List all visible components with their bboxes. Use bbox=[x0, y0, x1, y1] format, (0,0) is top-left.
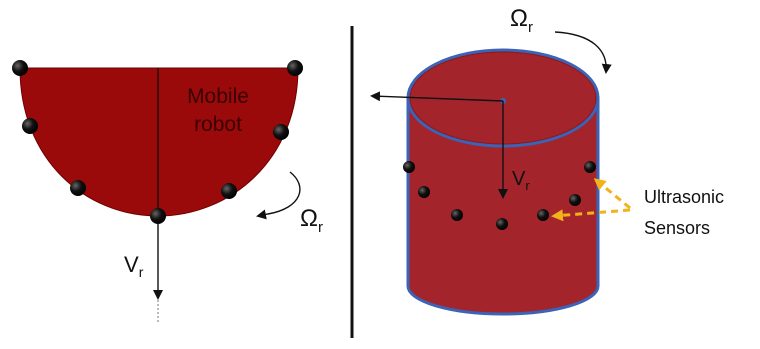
sensor-dot bbox=[150, 208, 166, 224]
robot-label-line1: Mobile bbox=[187, 85, 249, 108]
sensor-dot bbox=[584, 161, 596, 173]
sensor-pointer-arrow bbox=[551, 208, 631, 222]
velocity-label: Vr bbox=[124, 252, 144, 280]
velocity-label: Vr bbox=[512, 168, 530, 193]
sensor-dot bbox=[537, 209, 549, 221]
sensor-dot bbox=[451, 209, 463, 221]
sensor-dot bbox=[12, 60, 28, 76]
sensor-dot bbox=[287, 60, 303, 76]
sensor-label-line2: Sensors bbox=[644, 218, 710, 238]
rotation-arrow bbox=[554, 31, 612, 74]
sensor-dot bbox=[403, 161, 415, 173]
sensor-dot bbox=[273, 124, 289, 140]
sensor-dot bbox=[221, 183, 237, 199]
rotation-label: Ωr bbox=[510, 5, 533, 36]
sensor-dot bbox=[22, 118, 38, 134]
sensor-label-line1: Ultrasonic bbox=[644, 187, 724, 207]
sensor-dot bbox=[496, 218, 508, 230]
rotation-arrow bbox=[256, 171, 301, 220]
robot-label-line2: robot bbox=[194, 113, 242, 136]
rotation-label: Ωr bbox=[300, 205, 323, 236]
mobile-robot-body bbox=[19, 67, 299, 217]
right-panel: Vr Ωr Ultrasonic Sensors bbox=[370, 5, 724, 316]
cylinder-body bbox=[406, 96, 600, 316]
sensor-dot bbox=[569, 194, 581, 206]
lateral-arrow bbox=[370, 91, 504, 102]
sensor-dot bbox=[418, 186, 430, 198]
sensor-dot bbox=[70, 180, 86, 196]
sensor-pointer-arrow bbox=[593, 178, 631, 210]
left-panel: Mobile robot Vr Ωr bbox=[12, 60, 323, 322]
